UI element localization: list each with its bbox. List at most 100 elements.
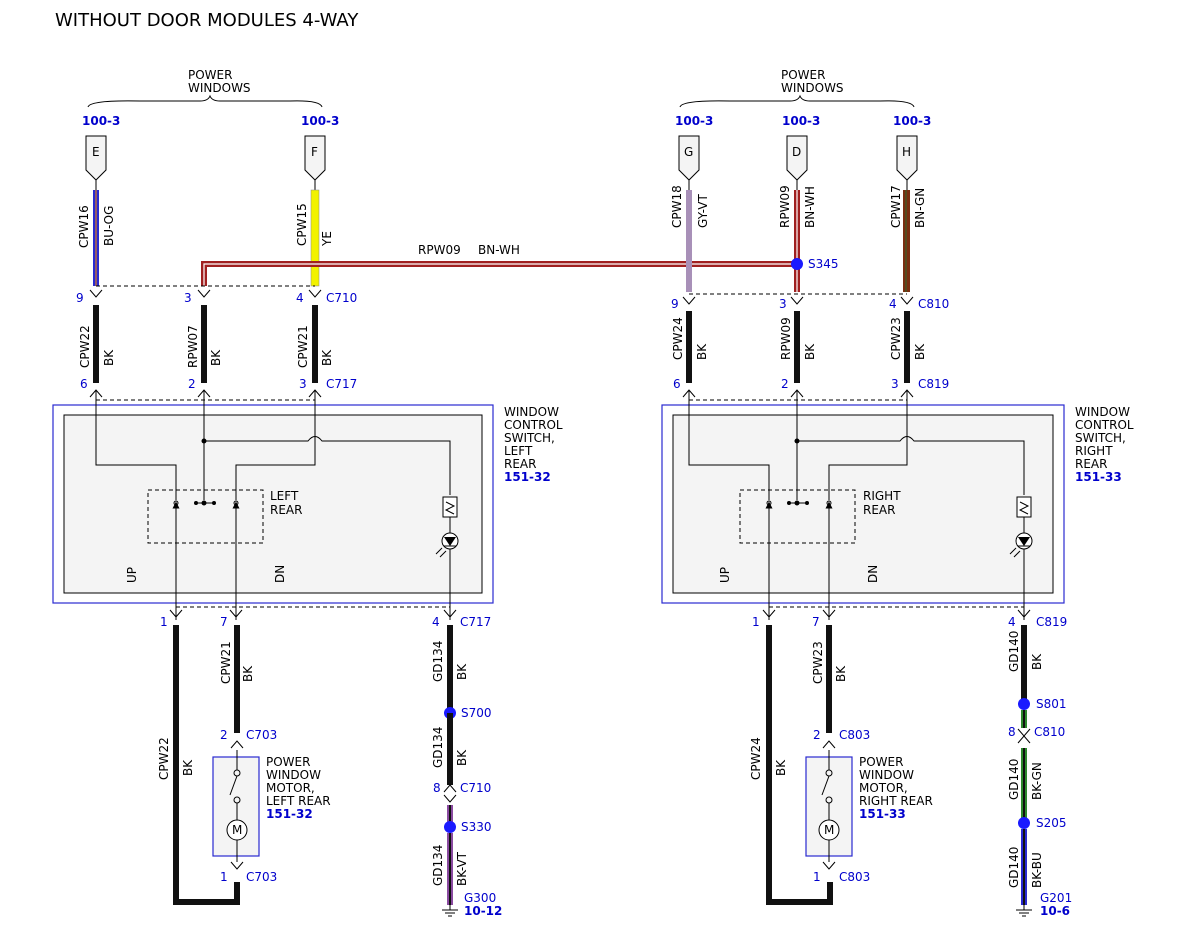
right-cpw23-low-color: BK <box>834 665 848 682</box>
right-resistor-icon <box>1016 496 1032 518</box>
right-connector-ref-g[interactable]: 100-3 <box>675 114 713 128</box>
right-switch-label-5: REAR <box>1075 457 1107 471</box>
right-connector-ref-d[interactable]: 100-3 <box>782 114 820 128</box>
left-connector-ref-f[interactable]: 100-3 <box>301 114 339 128</box>
splice-s205[interactable] <box>1018 817 1030 829</box>
right-switch-label-1: WINDOW <box>1075 405 1130 419</box>
c717-top-pin-3: 3 <box>299 377 307 391</box>
right-switch-ref[interactable]: 151-33 <box>1075 470 1122 484</box>
c703-bot-pin: 1 <box>220 870 228 884</box>
c803-top-label[interactable]: C803 <box>839 728 870 742</box>
wire-gd140-1 <box>1021 625 1027 704</box>
right-rpw09-circuit: RPW09 <box>778 185 792 228</box>
wire-gd134-1 <box>447 625 453 713</box>
left-motor-box[interactable] <box>212 756 260 857</box>
right-cpw23-color: BK <box>913 343 927 360</box>
left-switch-label-1: WINDOW <box>504 405 559 419</box>
left-motor-label-1: POWER <box>266 755 310 769</box>
right-inner-label-2: REAR <box>863 503 895 517</box>
right-motor-m: M <box>824 823 834 837</box>
right-motor-label-2: WINDOW <box>859 768 914 782</box>
connector-g <box>678 135 700 181</box>
c810-b-pin: 8 <box>1008 725 1016 739</box>
c710-b-pin: 8 <box>433 781 441 795</box>
left-cpw21-low-circuit: CPW21 <box>219 641 233 684</box>
wire-cpw15 <box>310 189 320 287</box>
connector-f <box>304 135 326 181</box>
c703-top-pin: 2 <box>220 728 228 742</box>
c703-top-label[interactable]: C703 <box>246 728 277 742</box>
right-inner-label-1: RIGHT <box>863 489 901 503</box>
left-cpw16-circuit: CPW16 <box>77 205 91 248</box>
left-rpw07-color: BK <box>209 349 223 366</box>
left-motor-label-4: LEFT REAR <box>266 794 331 808</box>
left-cpw21-color: BK <box>320 349 334 366</box>
splice-s801[interactable] <box>1018 698 1030 710</box>
c819-bot-label[interactable]: C819 <box>1036 615 1067 629</box>
right-cpw24-circuit: CPW24 <box>671 317 685 360</box>
right-gd2-color: BK-GN <box>1030 762 1044 800</box>
right-inner-switch-box <box>739 489 856 544</box>
right-motor-ref[interactable]: 151-33 <box>859 807 906 821</box>
right-motor-label-1: POWER <box>859 755 903 769</box>
left-group-label-1: POWER <box>188 68 232 82</box>
c810-b-label[interactable]: C810 <box>1034 725 1065 739</box>
left-connector-ref-e[interactable]: 100-3 <box>82 114 120 128</box>
left-cpw15-circuit: CPW15 <box>295 203 309 246</box>
left-cpw22-long-color: BK <box>181 759 195 776</box>
splice-wire-color: BN-WH <box>478 243 520 257</box>
splice-s345-label: S345 <box>808 257 839 271</box>
left-cpw22-circuit: CPW22 <box>78 325 92 368</box>
connector-h-letter: H <box>902 145 911 159</box>
c710-pin-4: 4 <box>296 291 304 305</box>
ground-icon-g300 <box>442 905 458 917</box>
right-group-brace <box>679 94 915 108</box>
splice-wire-circuit: RPW09 <box>418 243 461 257</box>
left-motor-ref[interactable]: 151-32 <box>266 807 313 821</box>
left-gd1-color: BK <box>455 663 469 680</box>
page-title: WITHOUT DOOR MODULES 4-WAY <box>55 10 359 31</box>
left-motor-m: M <box>232 823 242 837</box>
c703-bot-label[interactable]: C703 <box>246 870 277 884</box>
connector-d <box>786 135 808 181</box>
c710-label[interactable]: C710 <box>326 291 357 305</box>
splice-s330[interactable] <box>444 821 456 833</box>
wire-cpw22-mid <box>93 305 99 383</box>
right-connector-ref-h[interactable]: 100-3 <box>893 114 931 128</box>
right-rpw09-color: BN-WH <box>803 186 817 228</box>
c810-label[interactable]: C810 <box>918 297 949 311</box>
splice-s345[interactable] <box>791 258 803 270</box>
left-group-label-2: WINDOWS <box>188 81 251 95</box>
left-gd3-color: BK-VT <box>455 851 469 886</box>
c803-bot-label[interactable]: C803 <box>839 870 870 884</box>
wire-cpw23-mid <box>904 311 910 383</box>
c819-bot-pin-4: 4 <box>1008 615 1016 629</box>
ground-icon-g201 <box>1016 905 1032 917</box>
connector-h <box>896 135 918 181</box>
c717-bot-pin-1: 1 <box>160 615 168 629</box>
wire-gd134-2 <box>447 713 453 785</box>
c810-pin-4: 4 <box>889 297 897 311</box>
right-group-label-1: POWER <box>781 68 825 82</box>
c819-top-label[interactable]: C819 <box>918 377 949 391</box>
left-switch-ref[interactable]: 151-32 <box>504 470 551 484</box>
left-motor-label-2: WINDOW <box>266 768 321 782</box>
left-switch-label-2: CONTROL <box>504 418 563 432</box>
c717-bot-pin-7: 7 <box>220 615 228 629</box>
wire-cpw18 <box>686 190 692 292</box>
ground-g300-ref[interactable]: 10-12 <box>464 904 502 918</box>
left-inner-label-1: LEFT <box>270 489 299 503</box>
right-gd1-circuit: GD140 <box>1007 631 1021 672</box>
connector-d-letter: D <box>792 145 801 159</box>
wire-cpw24-long <box>766 625 833 905</box>
ground-g201-ref[interactable]: 10-6 <box>1040 904 1070 918</box>
connector-e-letter: E <box>92 145 100 159</box>
c803-bot-pin: 1 <box>813 870 821 884</box>
c717-top-pin-6: 6 <box>80 377 88 391</box>
left-cpw21-circuit: CPW21 <box>296 325 310 368</box>
right-motor-label-4: RIGHT REAR <box>859 794 933 808</box>
c717-bot-label[interactable]: C717 <box>460 615 491 629</box>
c717-top-label[interactable]: C717 <box>326 377 357 391</box>
c710-b-label[interactable]: C710 <box>460 781 491 795</box>
c803-top-pin: 2 <box>813 728 821 742</box>
